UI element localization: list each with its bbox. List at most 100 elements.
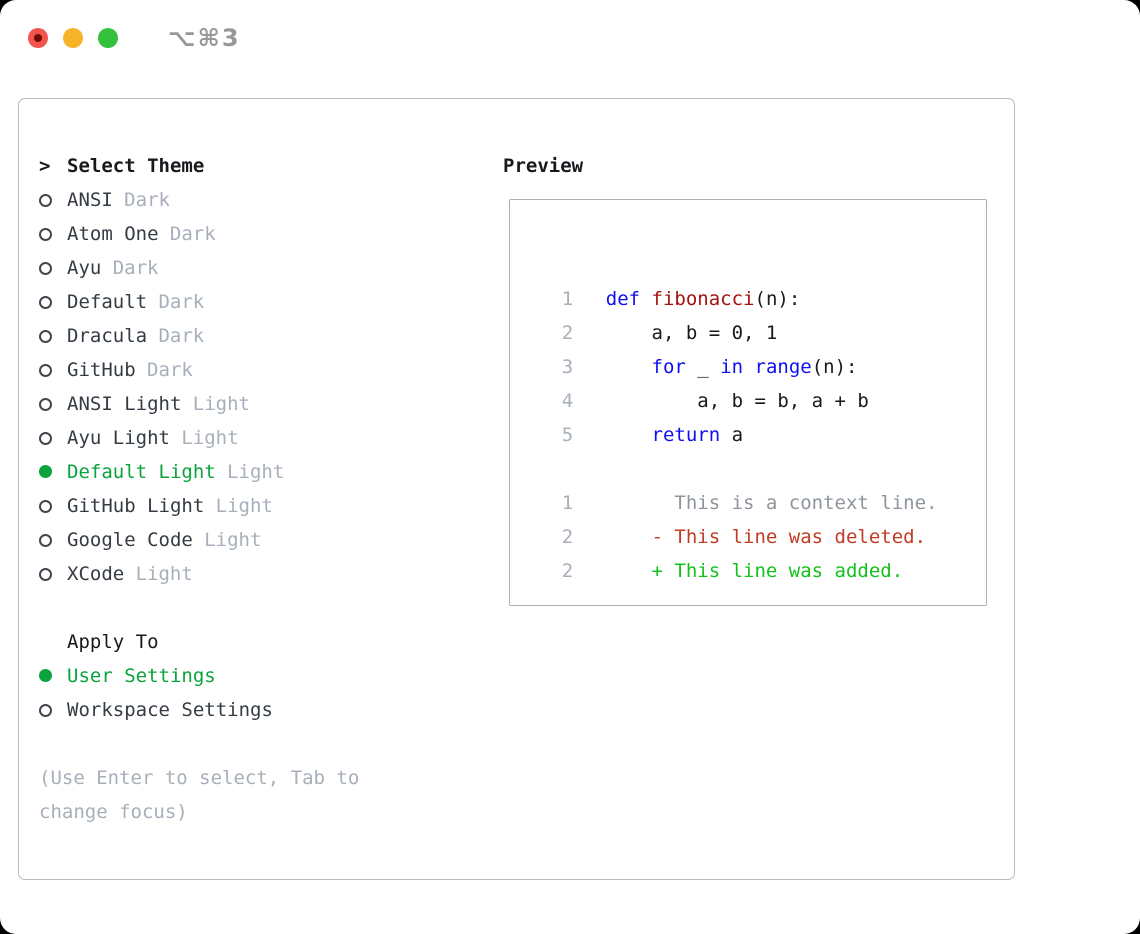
prompt-caret-icon: >	[39, 155, 51, 177]
code-text: def fibonacci(n):	[605, 288, 801, 310]
select-theme-header-row: > Select Theme	[39, 149, 479, 183]
line-number: 2	[561, 526, 574, 548]
theme-tag: Dark	[158, 291, 205, 313]
apply-to-label: User Settings	[67, 665, 216, 687]
theme-name: Default Light	[67, 461, 216, 483]
apply-to-header-row: Apply To	[39, 625, 479, 659]
code-text: This is a context line.	[605, 492, 938, 514]
window-title: ⌥⌘3	[168, 24, 241, 52]
theme-name: Dracula	[67, 325, 148, 347]
theme-option[interactable]: ANSI Dark	[39, 183, 479, 217]
code-text: a, b = 0, 1	[605, 322, 778, 344]
line-number: 1	[561, 492, 574, 514]
radio-icon	[39, 455, 67, 489]
theme-name: Ayu	[67, 257, 102, 279]
code-line: 2 a, b = 0, 1	[516, 282, 986, 344]
line-number: 4	[561, 390, 574, 412]
radio-icon	[39, 183, 67, 217]
radio-icon	[39, 319, 67, 353]
radio-icon	[39, 557, 67, 591]
code-preview: 1 def fibonacci(n): 2 a, b = 0, 1 3 for _…	[510, 200, 986, 582]
radio-icon	[39, 217, 67, 251]
line-number: 5	[561, 424, 574, 446]
radio-icon	[39, 353, 67, 387]
theme-option[interactable]: GitHub Light Light	[39, 489, 479, 523]
close-button[interactable]	[28, 28, 48, 48]
theme-option[interactable]: Default Light Light	[39, 455, 479, 489]
line-number: 3	[561, 356, 574, 378]
theme-name: Google Code	[67, 529, 193, 551]
radio-icon	[39, 489, 67, 523]
apply-to-indent	[39, 625, 67, 659]
line-number: 1	[561, 288, 574, 310]
theme-name: Atom One	[67, 223, 159, 245]
apply-to-option[interactable]: Workspace Settings	[39, 693, 479, 727]
theme-list-column: > Select Theme ANSI Dark Atom One Dark A…	[39, 149, 479, 829]
theme-option[interactable]: GitHub Dark	[39, 353, 479, 387]
theme-name: GitHub	[67, 359, 136, 381]
theme-option[interactable]: Atom One Dark	[39, 217, 479, 251]
spacer	[39, 727, 479, 761]
apply-to-list: User Settings Workspace Settings	[39, 659, 479, 727]
code-text: - This line was deleted.	[605, 526, 927, 548]
theme-option[interactable]: Ayu Dark	[39, 251, 479, 285]
theme-tag: Dark	[147, 359, 193, 381]
radio-icon	[39, 693, 67, 727]
code-text: return a	[651, 424, 744, 446]
theme-name: Default	[67, 291, 148, 313]
theme-name: Ayu Light	[67, 427, 170, 449]
theme-tag: Dark	[158, 325, 205, 347]
theme-name: XCode	[67, 563, 125, 585]
line-number: 2	[561, 560, 574, 582]
code-line: 1 def fibonacci(n):	[516, 248, 986, 310]
radio-icon	[39, 523, 67, 557]
code-text: a, b = b, a + b	[605, 390, 869, 412]
theme-option[interactable]: Dracula Dark	[39, 319, 479, 353]
help-text: (Use Enter to select, Tab to change focu…	[39, 767, 360, 823]
traffic-lights	[28, 28, 118, 48]
code-line: 3 for _ in range(n):	[516, 316, 986, 378]
theme-name: ANSI Light	[67, 393, 182, 415]
theme-option[interactable]: ANSI Light Light	[39, 387, 479, 421]
radio-icon	[39, 285, 67, 319]
theme-tag: Light	[227, 461, 285, 483]
code-line: 2 + This line was added.	[516, 520, 986, 582]
minimize-button[interactable]	[63, 28, 83, 48]
unsaved-dot-icon	[34, 34, 42, 42]
prompt-marker: >	[39, 149, 67, 183]
theme-tag: Light	[204, 529, 262, 551]
code-line: 5 return a	[516, 384, 986, 446]
apply-to-option[interactable]: User Settings	[39, 659, 479, 693]
theme-option[interactable]: Default Dark	[39, 285, 479, 319]
preview-box: 1 def fibonacci(n): 2 a, b = 0, 1 3 for _…	[509, 199, 987, 606]
code-text: for _ in range(n):	[651, 356, 858, 378]
theme-tag: Dark	[112, 257, 159, 279]
radio-icon	[39, 421, 67, 455]
apply-to-header: Apply To	[67, 631, 159, 653]
theme-option[interactable]: XCode Light	[39, 557, 479, 591]
theme-tag: Dark	[169, 223, 216, 245]
code-line: 4 a, b = b, a + b	[516, 350, 986, 412]
theme-option[interactable]: Ayu Light Light	[39, 421, 479, 455]
theme-tag: Light	[215, 495, 273, 517]
code-line: 2 - This line was deleted.	[516, 486, 986, 548]
theme-name: ANSI	[67, 189, 113, 211]
code-text: + This line was added.	[605, 560, 904, 582]
preview-header: Preview	[503, 155, 584, 177]
radio-icon	[39, 251, 67, 285]
theme-list: ANSI Dark Atom One Dark Ayu Dark Default…	[39, 183, 479, 591]
theme-picker-panel: > Select Theme ANSI Dark Atom One Dark A…	[18, 98, 1015, 880]
theme-tag: Dark	[124, 189, 170, 211]
maximize-button[interactable]	[98, 28, 118, 48]
theme-tag: Light	[135, 563, 193, 585]
spacer	[39, 591, 479, 625]
title-bar: ⌥⌘3	[0, 0, 1140, 76]
theme-tag: Light	[192, 393, 250, 415]
theme-name: GitHub Light	[67, 495, 205, 517]
radio-icon	[39, 659, 67, 693]
theme-option[interactable]: Google Code Light	[39, 523, 479, 557]
select-theme-header: Select Theme	[67, 155, 205, 177]
line-number: 2	[561, 322, 574, 344]
code-line: 1 This is a context line.	[516, 452, 986, 514]
